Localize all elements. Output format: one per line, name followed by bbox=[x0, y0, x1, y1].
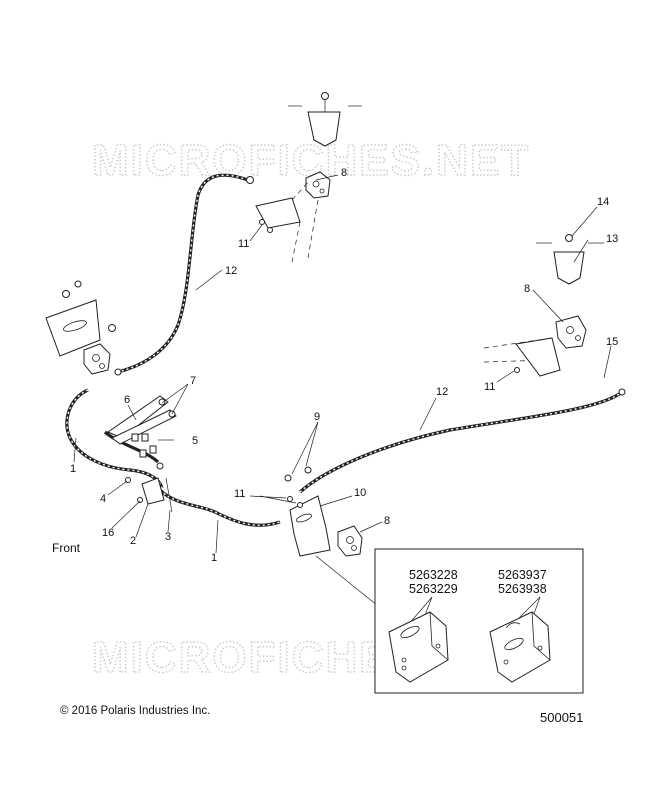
callout-8-right: 8 bbox=[524, 283, 530, 295]
kit-left-part-a: 5263228 bbox=[409, 568, 458, 582]
kit-left-part-b: 5263229 bbox=[409, 582, 458, 596]
callout-11-lower: 11 bbox=[234, 488, 245, 500]
callout-16: 16 bbox=[102, 527, 114, 539]
cable-12-upper bbox=[114, 173, 254, 376]
callout-7: 7 bbox=[190, 375, 196, 387]
cable-1-right bbox=[103, 430, 281, 527]
callout-8-top: 8 bbox=[341, 167, 347, 179]
cable-1-left bbox=[65, 388, 164, 489]
callout-10: 10 bbox=[354, 487, 366, 499]
callout-1-right: 1 bbox=[211, 552, 217, 564]
callout-11-top: 11 bbox=[238, 238, 249, 250]
callout-12-upper: 12 bbox=[225, 265, 237, 277]
callout-11-right: 11 bbox=[484, 381, 495, 393]
callout-13: 13 bbox=[606, 233, 618, 245]
callout-2: 2 bbox=[130, 535, 136, 547]
right-bracket-assembly bbox=[483, 234, 604, 377]
callout-6: 6 bbox=[124, 394, 130, 406]
callout-3: 3 bbox=[165, 531, 171, 543]
copyright-notice: © 2016 Polaris Industries Inc. bbox=[60, 705, 211, 717]
callout-5: 5 bbox=[192, 435, 198, 447]
callout-12-lower: 12 bbox=[436, 386, 448, 398]
callout-1-left: 1 bbox=[70, 463, 76, 475]
document-number: 500051 bbox=[540, 710, 584, 725]
lever-assembly bbox=[106, 395, 177, 513]
left-bracket-assembly bbox=[45, 280, 116, 375]
callout-9: 9 bbox=[314, 411, 320, 423]
callout-15: 15 bbox=[606, 336, 618, 348]
front-label: Front bbox=[52, 541, 81, 555]
kit-right-part-a: 5263937 bbox=[498, 568, 547, 582]
callout-4: 4 bbox=[100, 493, 106, 505]
kit-right-part-b: 5263938 bbox=[498, 582, 547, 596]
callout-8-lower: 8 bbox=[384, 515, 390, 527]
kit-inset: 5263228 5263229 5263937 5263938 bbox=[374, 548, 584, 694]
callouts: 8 11 12 14 13 8 11 15 12 7 6 5 1 4 16 2 … bbox=[70, 167, 618, 564]
leader-lines bbox=[73, 174, 612, 607]
cable-12-lower bbox=[298, 388, 626, 494]
lower-bracket-assembly bbox=[284, 466, 363, 557]
callout-14: 14 bbox=[597, 196, 609, 208]
